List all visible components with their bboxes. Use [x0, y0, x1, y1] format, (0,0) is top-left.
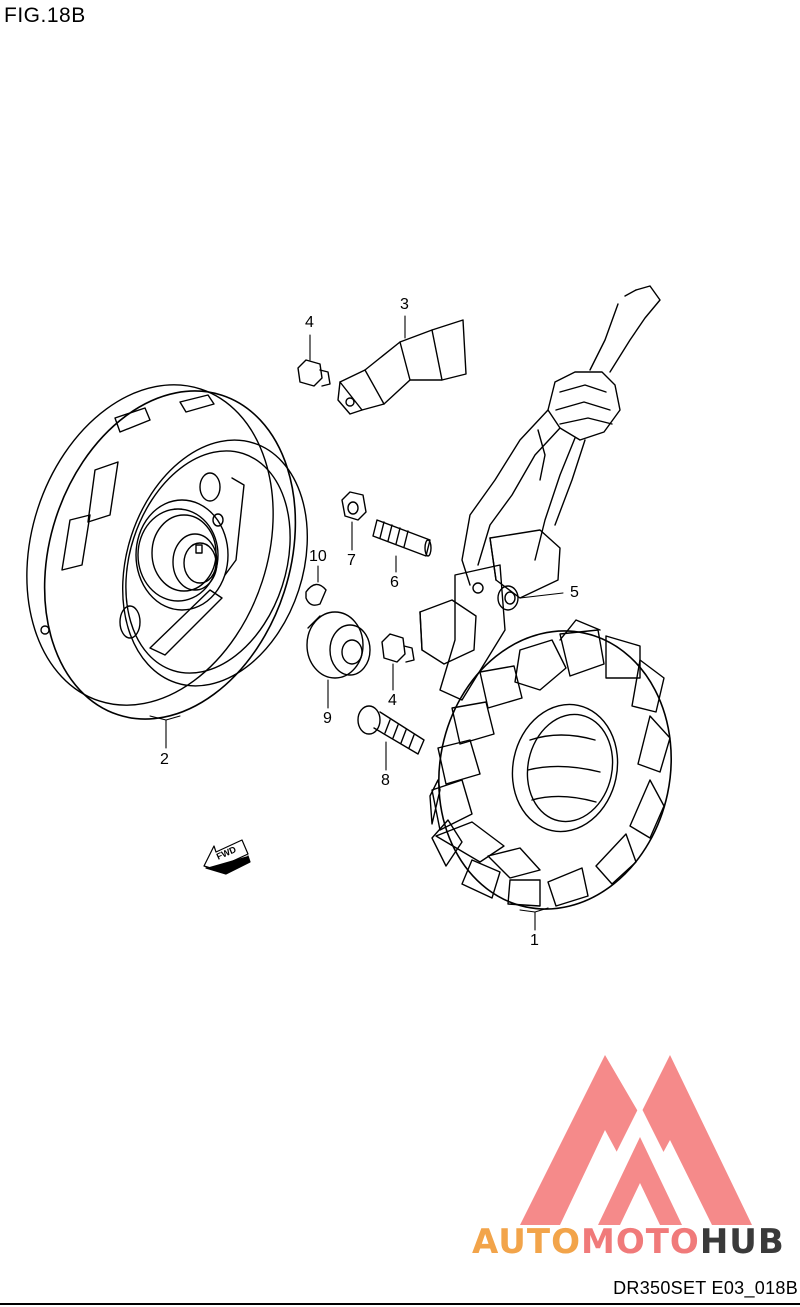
- figure-title: FIG.18B: [4, 4, 86, 27]
- figure-code: DR350SET E03_018B: [613, 1278, 798, 1298]
- callout-10: 10: [309, 548, 327, 565]
- leader-lines: [149, 315, 564, 931]
- callout-1: 1: [530, 932, 539, 949]
- stud: [372, 519, 432, 557]
- callout-5: 5: [570, 584, 579, 601]
- fwd-arrow-icon: [203, 839, 251, 875]
- callout-4-upper: 4: [305, 314, 314, 331]
- bottom-rule: [0, 1303, 800, 1305]
- stator-coils: [429, 619, 671, 907]
- callout-7: 7: [347, 552, 356, 569]
- bolt: [357, 705, 425, 755]
- nut: [341, 491, 367, 521]
- cable-bracket: [337, 319, 467, 415]
- callout-4-lower: 4: [388, 692, 397, 709]
- callout-6: 6: [390, 574, 399, 591]
- callout-8: 8: [381, 772, 390, 789]
- screw-lower: [381, 633, 415, 663]
- woodruff-key: [305, 583, 327, 606]
- callout-9: 9: [323, 710, 332, 727]
- rotor-flywheel: [26, 384, 309, 720]
- callout-2: 2: [160, 751, 169, 768]
- screw-upper: [297, 359, 331, 387]
- stator-assembly: [419, 285, 672, 910]
- brand-hub: HUB: [699, 1222, 785, 1262]
- brand-auto: AUTO: [472, 1222, 581, 1262]
- automotohub-logo-icon: [520, 1055, 752, 1225]
- rotor-nut: [306, 611, 371, 679]
- watermark-brand: AUTOMOTOHUB: [472, 1222, 785, 1262]
- brand-moto: MOTO: [580, 1222, 700, 1262]
- callout-3: 3: [400, 296, 409, 313]
